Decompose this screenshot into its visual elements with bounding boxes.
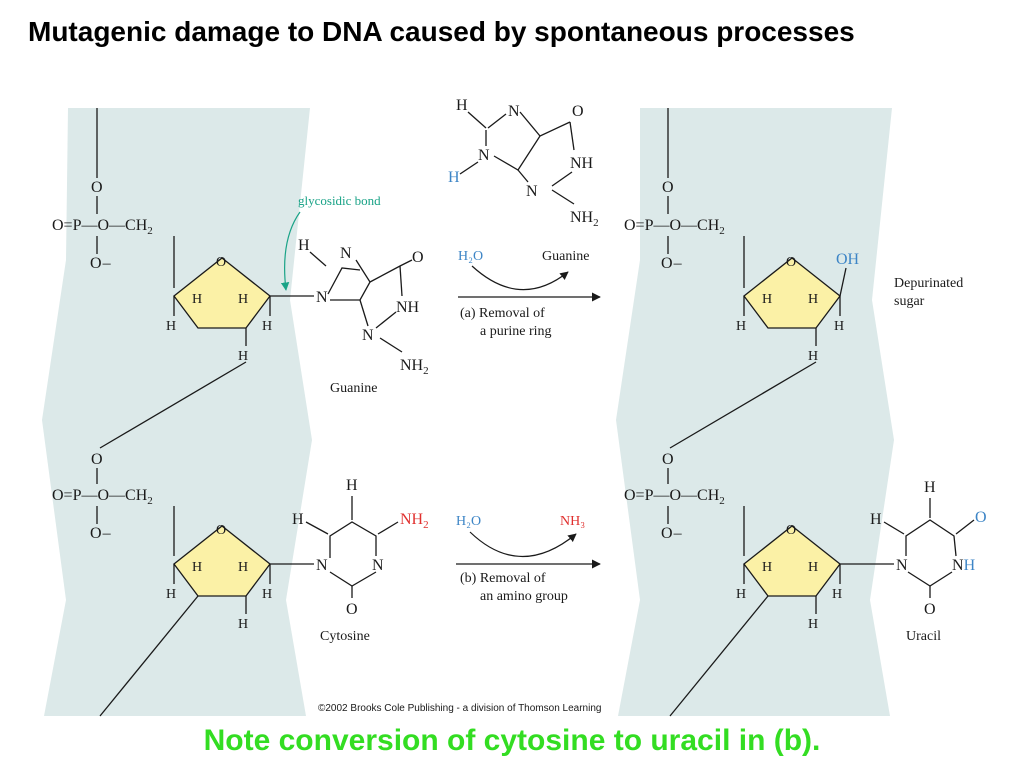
svg-text:O: O — [91, 179, 103, 196]
svg-text:H: H — [292, 511, 304, 528]
backbone-band-left — [42, 108, 312, 716]
svg-text:H: H — [166, 587, 176, 602]
svg-text:H: H — [808, 617, 818, 632]
reaction-b-product: NH₃ — [560, 514, 585, 529]
deoxyribose-ring — [743, 257, 841, 329]
svg-text:NH2: NH2 — [400, 357, 429, 377]
svg-text:NH2: NH2 — [400, 511, 429, 531]
reaction-b: H₂O NH₃ (b) Removal of an amino group — [456, 514, 601, 604]
svg-text:OH: OH — [836, 251, 860, 268]
reaction-a: H₂O Guanine (a) Removal of a purine ring — [458, 249, 601, 339]
svg-text:H: H — [238, 560, 248, 575]
svg-text:H: H — [924, 479, 936, 496]
copyright: ©2002 Brooks Cole Publishing - a divisio… — [318, 703, 601, 714]
svg-text:N: N — [526, 183, 538, 200]
svg-text:H: H — [238, 617, 248, 632]
svg-text:H: H — [832, 587, 842, 602]
svg-text:H: H — [870, 511, 882, 528]
svg-text:O: O — [975, 509, 987, 526]
svg-text:H: H — [238, 292, 248, 307]
deoxyribose-ring — [743, 525, 841, 597]
depurinated-label-1: Depurinated — [894, 276, 963, 291]
svg-text:H: H — [192, 292, 202, 307]
svg-text:NH: NH — [952, 557, 976, 574]
svg-text:O: O — [924, 601, 936, 618]
deoxyribose-ring — [173, 525, 271, 597]
depurinated-label-2: sugar — [894, 294, 925, 309]
left-top-nucleotide: O O=P—O—CH2 O– O H H H H H — [52, 108, 314, 364]
svg-text:N: N — [362, 327, 374, 344]
svg-text:NH2: NH2 — [570, 209, 599, 229]
svg-text:O: O — [786, 255, 796, 270]
svg-text:N: N — [372, 557, 384, 574]
svg-text:H: H — [808, 292, 818, 307]
svg-text:O: O — [662, 451, 674, 468]
svg-text:O=P—O—CH2: O=P—O—CH2 — [52, 217, 153, 237]
cytosine-base: N H H NH2 N O Cytosine — [292, 477, 429, 644]
svg-text:N: N — [316, 557, 328, 574]
reaction-a-label-1: (a) Removal of — [460, 306, 545, 321]
svg-text:N: N — [896, 557, 908, 574]
svg-text:O=P—O—CH2: O=P—O—CH2 — [624, 217, 725, 237]
svg-text:H: H — [834, 319, 844, 334]
svg-text:H: H — [456, 97, 468, 114]
svg-text:O–: O– — [661, 255, 683, 272]
page-title: Mutagenic damage to DNA caused by sponta… — [28, 16, 855, 47]
reaction-b-label-1: (b) Removal of — [460, 571, 546, 586]
free-guanine: H N N H O NH N NH2 — [448, 97, 599, 229]
reaction-b-label-2: an amino group — [480, 589, 568, 604]
svg-text:H: H — [262, 587, 272, 602]
svg-text:H: H — [736, 319, 746, 334]
svg-text:H: H — [238, 349, 248, 364]
svg-text:H: H — [808, 349, 818, 364]
svg-text:O: O — [572, 103, 584, 120]
svg-text:O–: O– — [90, 255, 112, 272]
reaction-a-label-2: a purine ring — [480, 324, 552, 339]
footnote-caption: Note conversion of cytosine to uracil in… — [203, 724, 821, 757]
dna-damage-diagram: O O=P—O—CH2 O– O H H H H H glycosidic bo… — [42, 97, 987, 717]
svg-text:H: H — [346, 477, 358, 494]
svg-text:O–: O– — [90, 525, 112, 542]
svg-text:H: H — [762, 292, 772, 307]
svg-text:O=P—O—CH2: O=P—O—CH2 — [624, 487, 725, 507]
left-bottom-nucleotide: O O=P—O—CH2 O– O H H H H H — [52, 451, 314, 717]
reaction-a-reactant: H₂O — [458, 249, 483, 264]
backbone-band-right — [616, 108, 894, 716]
svg-text:O: O — [216, 255, 226, 270]
svg-text:NH: NH — [570, 155, 594, 172]
svg-text:NH: NH — [396, 299, 420, 316]
guanine-label: Guanine — [330, 381, 377, 396]
svg-text:H: H — [448, 169, 460, 186]
svg-text:O: O — [216, 523, 226, 538]
svg-text:H: H — [736, 587, 746, 602]
svg-text:N: N — [340, 245, 352, 262]
svg-text:O: O — [346, 601, 358, 618]
right-bottom-nucleotide: O O=P—O—CH2 O– O H H H H H — [624, 451, 894, 717]
svg-text:O: O — [662, 179, 674, 196]
deoxyribose-ring — [173, 257, 271, 329]
svg-text:O=P—O—CH2: O=P—O—CH2 — [52, 487, 153, 507]
svg-text:N: N — [478, 147, 490, 164]
svg-text:N: N — [316, 289, 328, 306]
uracil-base: N H H O NH O Uracil — [870, 479, 987, 644]
svg-text:H: H — [166, 319, 176, 334]
reaction-b-reactant: H₂O — [456, 514, 481, 529]
svg-text:H: H — [298, 237, 310, 254]
svg-text:H: H — [262, 319, 272, 334]
guanine-base: N H N O NH N NH2 Guanine — [298, 237, 429, 396]
svg-text:O: O — [786, 523, 796, 538]
cytosine-label: Cytosine — [320, 629, 370, 644]
svg-text:H: H — [192, 560, 202, 575]
right-top-nucleotide: O O=P—O—CH2 O– O H H H H H OH Depurinate… — [624, 108, 963, 364]
svg-text:N: N — [508, 103, 520, 120]
svg-text:O: O — [412, 249, 424, 266]
svg-text:H: H — [808, 560, 818, 575]
uracil-label: Uracil — [906, 629, 941, 644]
svg-text:H: H — [762, 560, 772, 575]
svg-text:O–: O– — [661, 525, 683, 542]
glycosidic-bond-label: glycosidic bond — [298, 193, 381, 208]
svg-text:O: O — [91, 451, 103, 468]
reaction-a-product: Guanine — [542, 249, 589, 264]
